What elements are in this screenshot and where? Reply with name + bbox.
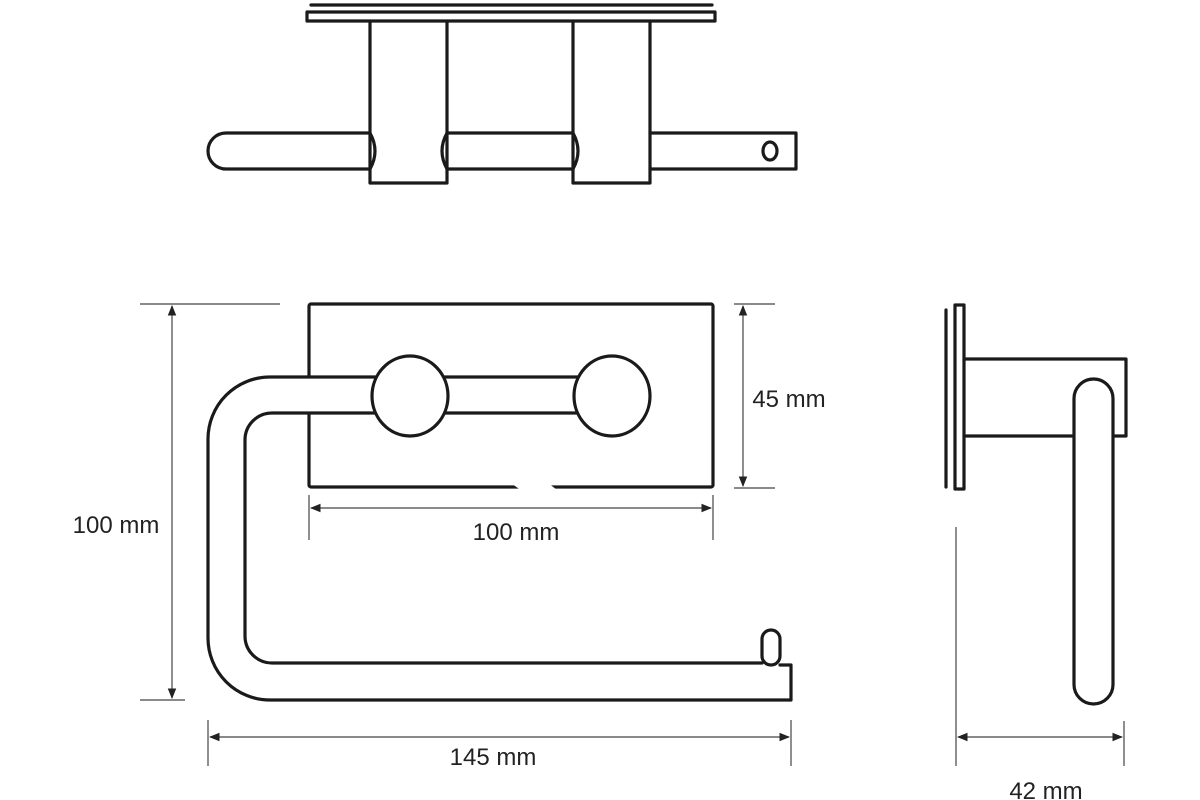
paper-rod-arm [206, 375, 793, 702]
top-view [206, 3, 798, 185]
dimension-total-height [140, 303, 280, 701]
dim-label-plate-height: 45 mm [752, 386, 825, 413]
side-view [944, 303, 1128, 706]
rod-tip-stop [760, 628, 782, 667]
dimension-total-width [207, 720, 792, 766]
top-view-plate [305, 10, 717, 23]
mount-cap-left [370, 354, 450, 438]
side-view-handle [1072, 377, 1115, 706]
top-view-rod-middle [440, 131, 580, 171]
dimension-depth [955, 527, 1125, 766]
dim-label-plate-width: 100 mm [473, 519, 560, 546]
dim-label-total-width: 145 mm [450, 744, 537, 771]
dim-label-depth: 42 mm [1009, 778, 1082, 800]
side-view-arm [962, 357, 1128, 438]
top-view-rod-left [206, 131, 372, 171]
dimension-plate-width [308, 495, 714, 540]
top-view-post-left [368, 19, 449, 185]
side-view-plate [953, 303, 966, 491]
top-view-rod-right [648, 131, 798, 171]
rod-curve [368, 131, 377, 171]
dim-label-total-height: 100 mm [73, 512, 160, 539]
mount-cap-right [572, 354, 652, 438]
dimension-plate-height [734, 303, 775, 489]
top-view-post-right [571, 19, 652, 185]
rod-hole [761, 140, 779, 162]
front-view [206, 302, 793, 702]
